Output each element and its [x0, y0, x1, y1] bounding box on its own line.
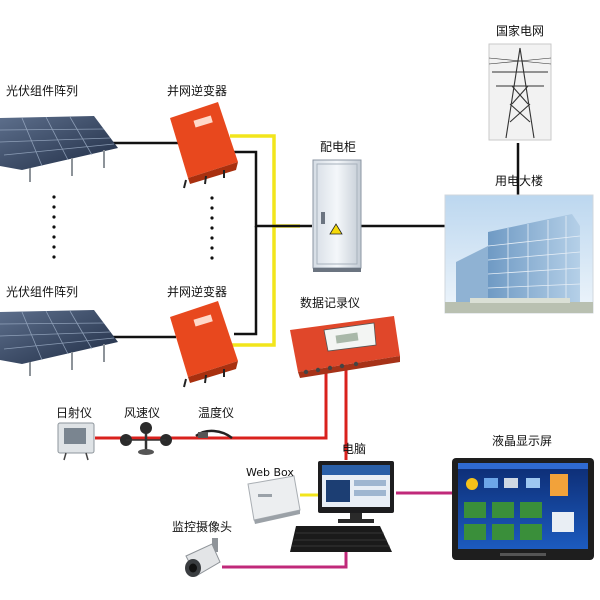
pv-array-bottom	[0, 310, 118, 376]
label-pv-array-bottom: 光伏组件阵列	[6, 285, 79, 299]
label-thermometer: 温度仪	[198, 406, 235, 420]
label-building: 用电大楼	[495, 174, 544, 188]
grid-tower	[488, 43, 552, 141]
inverter-bottom	[170, 301, 238, 388]
computer	[290, 461, 394, 552]
label-camera: 监控摄像头	[172, 520, 233, 534]
irradiance-meter	[57, 422, 95, 461]
label-web-box: Web Box	[246, 466, 294, 479]
label-pv-array-top: 光伏组件阵列	[6, 84, 79, 98]
pv-array-top	[0, 116, 118, 182]
power-line-inv-top	[234, 150, 312, 228]
label-inverter-top: 并网逆变器	[167, 84, 228, 98]
dc-line-bottom	[230, 226, 276, 347]
thermometer-sensor	[195, 429, 233, 440]
label-lcd-screen: 液晶显示屏	[492, 434, 553, 448]
web-box	[247, 475, 301, 524]
label-data-logger: 数据记录仪	[300, 296, 361, 310]
label-irradiance-meter: 日射仪	[56, 406, 93, 420]
power-line-inv-bottom	[234, 226, 258, 336]
sensor-line	[95, 370, 328, 440]
label-distribution-cabinet: 配电柜	[320, 140, 357, 154]
label-computer: 电脑	[342, 442, 367, 456]
label-national-grid: 国家电网	[496, 24, 545, 38]
anemometer	[120, 422, 172, 455]
data-logger	[290, 316, 400, 378]
label-inverter-bottom: 并网逆变器	[167, 285, 228, 299]
dc-line-top	[230, 134, 300, 228]
ellipsis-dots-pv	[52, 195, 56, 259]
connection-lines	[95, 134, 520, 569]
distribution-cabinet	[312, 159, 362, 272]
lcd-display	[452, 458, 594, 560]
inverter-top	[170, 102, 238, 189]
label-anemometer: 风速仪	[124, 406, 161, 420]
ellipsis-dots-inverter	[210, 196, 214, 260]
office-building	[444, 194, 594, 314]
surveillance-camera	[185, 538, 221, 577]
